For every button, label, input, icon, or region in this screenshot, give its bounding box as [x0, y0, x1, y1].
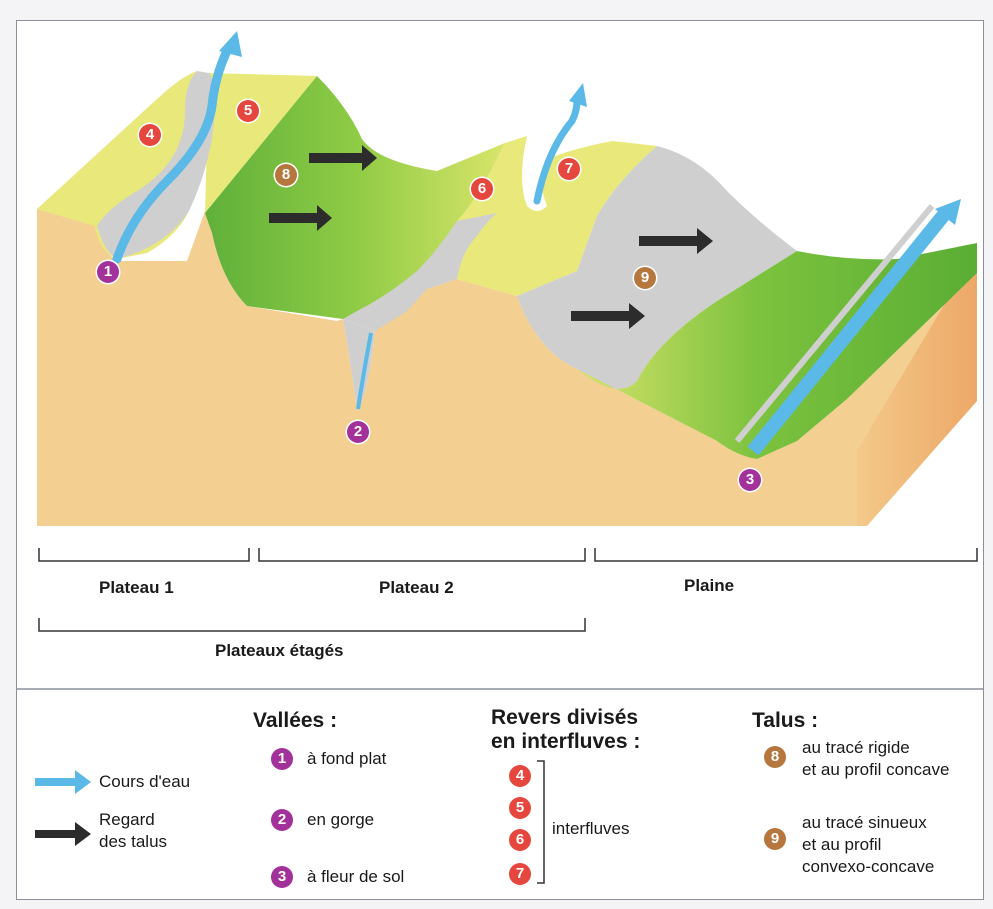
legend-vallee-1: à fond plat — [307, 748, 386, 770]
legend-regard-1: Regard — [99, 809, 155, 831]
legend-badge-2: 2 — [271, 809, 293, 831]
legend-vallee-3: à fleur de sol — [307, 866, 404, 888]
legend-talus9-2: et au profil — [802, 834, 881, 856]
legend-badge-9: 9 — [764, 828, 786, 850]
brackets — [39, 548, 977, 631]
legend-badge-1: 1 — [271, 748, 293, 770]
badge-interfluve-6: 6 — [471, 178, 493, 200]
badge-valley-2: 2 — [347, 421, 369, 443]
legend-talus9-1: au tracé sinueux — [802, 812, 927, 834]
legend-vallee-2: en gorge — [307, 809, 374, 831]
legend-badge-8: 8 — [764, 746, 786, 768]
legend-badge-4: 4 — [509, 765, 531, 787]
badge-talus-9: 9 — [634, 267, 656, 289]
legend-talus8-1: au tracé rigide — [802, 737, 910, 759]
legend-regard-arrow — [35, 822, 91, 846]
badge-interfluve-5: 5 — [237, 100, 259, 122]
legend-water-arrow — [35, 770, 91, 794]
interfluve-bracket — [537, 761, 544, 883]
legend-regard-2: des talus — [99, 831, 167, 853]
label-plateau1: Plateau 1 — [99, 578, 174, 598]
label-plateau2: Plateau 2 — [379, 578, 454, 598]
legend-vallees-title: Vallées : — [253, 709, 337, 733]
legend-badge-3: 3 — [271, 866, 293, 888]
legend-badge-6: 6 — [509, 829, 531, 851]
legend-revers-title-2: en interfluves : — [491, 730, 640, 754]
legend-revers-title-1: Revers divisés — [491, 706, 638, 730]
legend-badge-7: 7 — [509, 863, 531, 885]
badge-valley-1: 1 — [97, 261, 119, 283]
label-plaine: Plaine — [684, 576, 734, 596]
legend-interfluves: interfluves — [552, 818, 629, 840]
label-plateaux-etages: Plateaux étagés — [215, 641, 344, 661]
legend-talus-title: Talus : — [752, 709, 818, 733]
badge-valley-3: 3 — [739, 469, 761, 491]
river2-arrowhead — [569, 83, 587, 107]
legend-talus8-2: et au profil concave — [802, 759, 949, 781]
figure-frame: 1 2 3 4 5 6 7 8 9 Plateau 1 Plateau 2 Pl… — [16, 20, 984, 900]
badge-talus-8: 8 — [275, 164, 297, 186]
legend-badge-5: 5 — [509, 797, 531, 819]
legend-talus9-3: convexo-concave — [802, 856, 934, 878]
badge-interfluve-4: 4 — [139, 124, 161, 146]
legend-cours-eau: Cours d'eau — [99, 771, 190, 793]
badge-interfluve-7: 7 — [558, 158, 580, 180]
